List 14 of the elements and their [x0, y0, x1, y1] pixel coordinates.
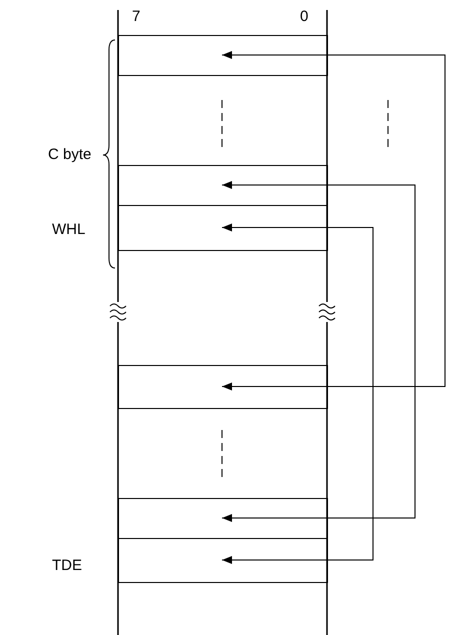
range-label: WHL [52, 221, 86, 239]
range-label: TDE [52, 557, 82, 575]
arrow [222, 181, 416, 522]
arrow [222, 51, 446, 390]
bit-label: 7 [132, 8, 140, 26]
memory-cell [118, 165, 328, 206]
memory-cell [118, 538, 328, 583]
range-label: C byte [48, 146, 92, 164]
memory-cell [118, 205, 328, 251]
memory-cell [118, 365, 328, 409]
bit-label: 0 [300, 8, 308, 26]
arrow [222, 224, 374, 564]
memory-cell [118, 35, 328, 76]
memory-cell [118, 498, 328, 539]
